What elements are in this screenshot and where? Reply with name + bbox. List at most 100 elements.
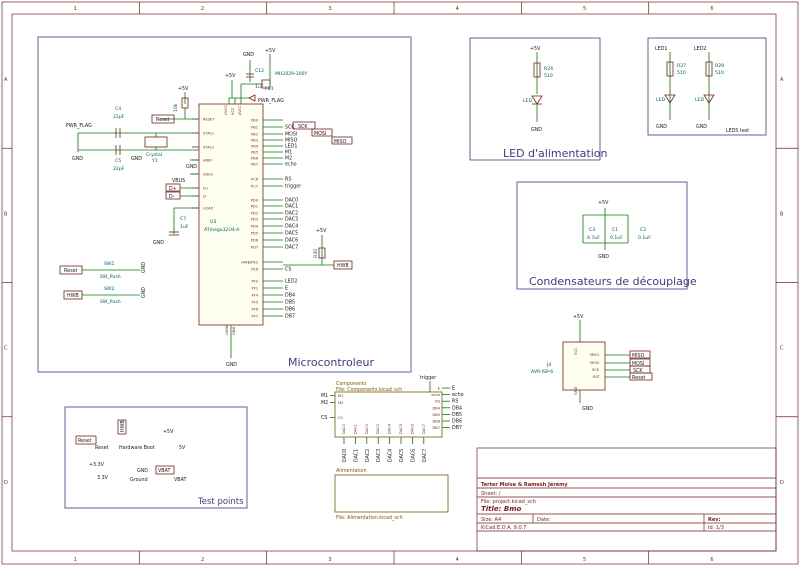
mcu-net-dac3: DAC3 bbox=[285, 217, 298, 223]
tp-ground-caption: Ground bbox=[130, 477, 148, 483]
cs-net-db7: DB7 bbox=[452, 425, 462, 431]
tb-date: Date: bbox=[537, 517, 551, 523]
frame-col-bottom: 2 bbox=[201, 557, 204, 563]
mcu-net-dac4: DAC4 bbox=[285, 224, 298, 230]
cs-net-dac7: DAC7 bbox=[422, 449, 428, 462]
gnd-c12: GND bbox=[243, 52, 254, 58]
cs-net-dac2: DAC2 bbox=[365, 449, 371, 462]
mcu-pin-ucap: UCAP bbox=[203, 207, 214, 211]
cs-pin-dac7: DAC7 bbox=[422, 424, 426, 434]
pin-vcc: VCC bbox=[231, 107, 235, 115]
mcu-pin-pf5: PF5 bbox=[251, 301, 258, 305]
led1-diode bbox=[664, 94, 676, 104]
fb-value: MH2029-300Y bbox=[275, 71, 308, 77]
mcu-net-dac5: DAC5 bbox=[285, 231, 298, 237]
mcu-pin-pd3: PD3 bbox=[251, 218, 258, 222]
p5v-fb: +5V bbox=[265, 48, 276, 54]
cs-net-cs: CS bbox=[321, 415, 327, 421]
mcu-pin-pb0: PB0 bbox=[251, 119, 259, 123]
tb-size: Size: A4 bbox=[481, 517, 501, 523]
frame-row-right: B bbox=[780, 211, 784, 217]
r24-ref: R24 bbox=[544, 66, 553, 72]
mcu-net-e: E bbox=[285, 286, 288, 292]
cs-pin-db7: DB7 bbox=[432, 426, 440, 430]
cs-pin-e: E bbox=[438, 387, 441, 391]
dminus-label: D- bbox=[169, 194, 175, 200]
mcu-pin-aref: AREF bbox=[203, 159, 212, 163]
cs-net-dac5: DAC5 bbox=[399, 449, 405, 462]
j4-reset-label: Reset bbox=[632, 375, 646, 381]
r24-resistor bbox=[533, 62, 541, 78]
microcontroleur-title: Microcontroleur bbox=[288, 356, 374, 369]
mcu-net-m1: M1 bbox=[285, 150, 292, 156]
cs-net-echo: echo bbox=[452, 392, 464, 398]
mcu-pin-pd7: PD7 bbox=[251, 246, 258, 250]
cs-net-m1: M1 bbox=[321, 393, 328, 399]
led1-ref: LED bbox=[656, 97, 665, 103]
mcu-pin-xtal2: XTAL2 bbox=[203, 146, 214, 150]
mcu-pin-pb4: PB4 bbox=[251, 145, 259, 149]
dplus-label: D+ bbox=[169, 186, 177, 192]
cs-pin-dac4: DAC4 bbox=[388, 423, 392, 434]
alim-sheet-box bbox=[334, 474, 449, 513]
led2-diode bbox=[703, 94, 715, 104]
mcu-net-db7: DB7 bbox=[285, 314, 295, 320]
frame-col-bottom: 6 bbox=[710, 557, 713, 563]
mcu-net-dac1: DAC1 bbox=[285, 204, 298, 210]
cs-pin-echo: echo bbox=[431, 393, 440, 397]
mcu-net-echo: echo bbox=[285, 162, 297, 168]
mcu-net-cs: CS bbox=[285, 267, 291, 273]
pin-uvcc: UVCC bbox=[224, 104, 228, 115]
gnd-xtal: GND bbox=[72, 156, 83, 162]
gnd-aref: GND bbox=[186, 164, 197, 170]
led1-net: LED1 bbox=[655, 46, 667, 52]
mcu-body bbox=[198, 103, 264, 326]
mcu-net-led2: LED2 bbox=[285, 279, 297, 285]
mcu-pin-pe6: PE6 bbox=[251, 268, 258, 272]
tb-rev: Rev: bbox=[708, 517, 721, 523]
gnd-led1: GND bbox=[656, 124, 667, 130]
cs-net-m2: M2 bbox=[321, 400, 328, 406]
test-points-title: Test points bbox=[197, 497, 244, 507]
tp-3v3-caption: 3.3V bbox=[97, 475, 109, 481]
tb-title: Title: Bmo bbox=[481, 505, 522, 513]
miso-label: MISO bbox=[334, 139, 347, 145]
p5v-mcu: +5V bbox=[225, 73, 236, 79]
p5v-caps: +5V bbox=[598, 200, 609, 206]
gnd-y1: GND bbox=[131, 156, 142, 162]
gnd-sw2: GND bbox=[141, 287, 147, 298]
gnd-sw1: GND bbox=[141, 262, 147, 273]
frame-row-right: C bbox=[780, 346, 784, 352]
cs-net-dac0: DAC0 bbox=[342, 449, 348, 462]
mcu-pin-pd6: PD6 bbox=[251, 239, 259, 243]
mcu-value: ATmega32U4-A bbox=[204, 227, 240, 233]
vbus-label: VBUS bbox=[172, 178, 185, 184]
mcu-pin-pc7: PC7 bbox=[251, 185, 258, 189]
c1-value: 0.1uF bbox=[610, 235, 623, 241]
condensateurs-title: Condensateurs de découplage bbox=[529, 275, 697, 288]
tp-hwb-caption: Hardware Boot bbox=[119, 445, 155, 451]
gnd-j4: GND bbox=[582, 406, 593, 412]
cs-pin-db5: DB5 bbox=[432, 413, 440, 417]
p5v-led: +5V bbox=[530, 46, 541, 52]
j4-ref: J4 bbox=[546, 362, 551, 368]
tp-5v-caption: 5V bbox=[179, 445, 186, 451]
gnd-led2: GND bbox=[696, 124, 707, 130]
j4-mosi-label: MOSI bbox=[632, 361, 644, 367]
alim-sheet-name: Alimentation bbox=[336, 468, 367, 474]
reset-label: Reset bbox=[156, 117, 170, 123]
c5-value: 22pF bbox=[113, 166, 125, 172]
mcu-net-mosi: MOSI bbox=[285, 132, 297, 138]
j4-vcc: VCC bbox=[574, 347, 578, 355]
frame-row-right: D bbox=[780, 480, 784, 486]
c12-value: 1uF bbox=[255, 84, 264, 90]
led-alim-diode bbox=[531, 95, 543, 105]
pwr-flag-mcu: PWR_FLAG bbox=[258, 98, 284, 104]
cs-net-e: E bbox=[452, 386, 455, 392]
mcu-pin-pc6: PC6 bbox=[251, 178, 259, 182]
sck-label: SCK bbox=[298, 124, 308, 130]
tp-vbat-net: VBAT bbox=[158, 468, 170, 474]
